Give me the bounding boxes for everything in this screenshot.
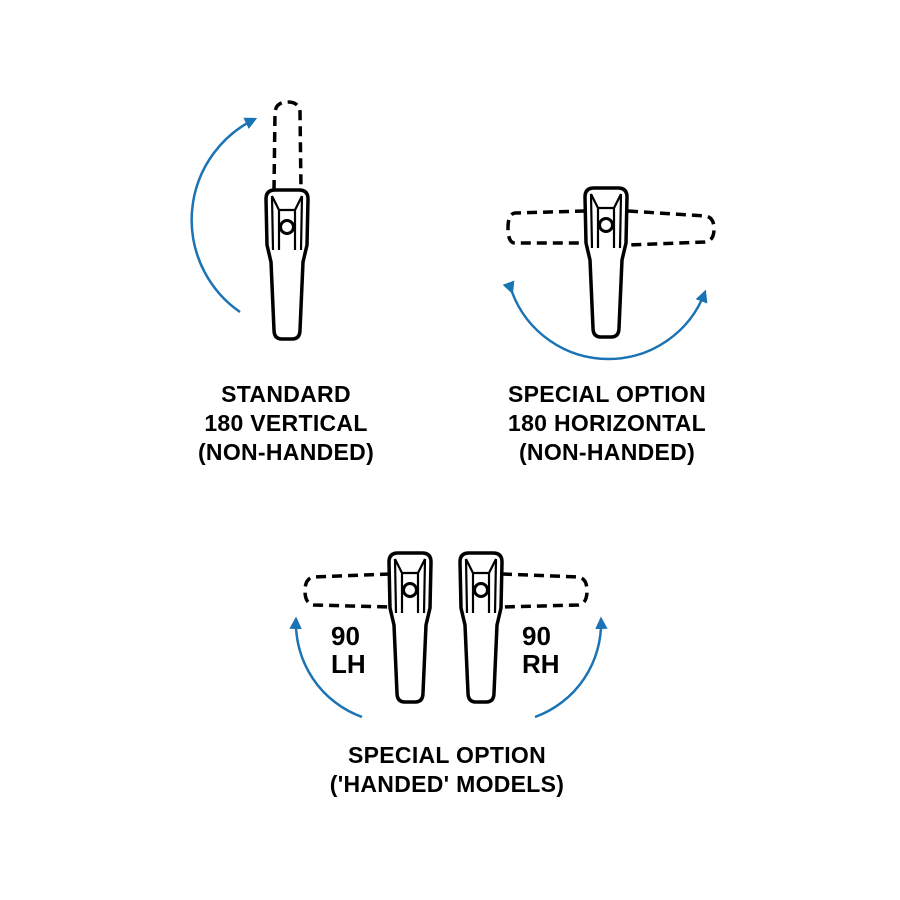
label-line: 180 VERTICAL [204,410,368,436]
label-handed: SPECIAL OPTION ('HANDED' MODELS) [247,741,647,799]
label-line: (NON-HANDED) [197,439,375,465]
rotation-arrow-90-lh [289,616,363,719]
handle-standard [264,188,310,341]
ghost-handle-rh [501,572,589,609]
rotation-arrow-180-vertical [190,117,258,314]
label-lh: 90 LH [331,622,366,678]
rotation-arrow-90-rh [534,616,608,719]
ghost-handle-lh [303,572,391,609]
label-line: SPECIAL OPTION [347,742,547,768]
label-line: 180 HORIZONTAL [507,410,706,436]
handle-rh [458,551,504,704]
label-rh: 90 RH [522,622,560,678]
label-horizontal: SPECIAL OPTION 180 HORIZONTAL (NON-HANDE… [457,380,757,467]
angle-lh: 90 [331,621,360,651]
handle-lh [387,551,433,704]
side-rh: RH [522,649,560,679]
rotation-arrow-180-horizontal [502,280,708,361]
ghost-handle-horizontal [506,209,716,247]
label-line: (NON-HANDED) [518,439,696,465]
label-line: ('HANDED' MODELS) [329,771,565,797]
label-standard: STANDARD 180 VERTICAL (NON-HANDED) [136,380,436,467]
angle-rh: 90 [522,621,551,651]
handle-horizontal [583,186,629,339]
label-line: STANDARD [221,381,351,407]
label-line: SPECIAL OPTION [507,381,707,407]
ghost-handle-vertical [272,100,303,191]
side-lh: LH [331,649,366,679]
